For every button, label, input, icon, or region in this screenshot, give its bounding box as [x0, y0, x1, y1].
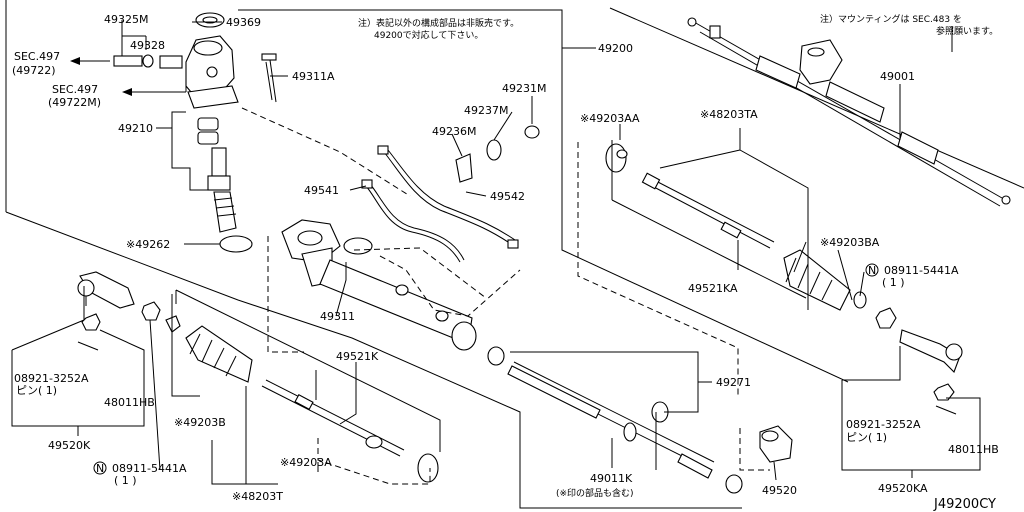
bolt-49311A[interactable]	[261, 53, 277, 103]
label-48203TA[interactable]: ※48203TA	[700, 108, 758, 121]
n-symbol-left: N	[96, 462, 104, 475]
label-49237M[interactable]: 49237M	[464, 104, 508, 117]
label-49210[interactable]: 49210	[118, 122, 153, 135]
note-top-right-line2: 参照願います。	[936, 25, 998, 37]
seal-49369[interactable]	[195, 12, 225, 28]
fitting-49328[interactable]	[113, 54, 183, 69]
label-49231M[interactable]: 49231M	[502, 82, 546, 95]
label-49200[interactable]: 49200	[598, 42, 633, 55]
clip-49203A[interactable]	[417, 453, 439, 483]
nut-08911-right[interactable]	[875, 307, 897, 329]
label-49271[interactable]: 49271	[716, 376, 751, 389]
label-49521KA[interactable]: 49521KA	[688, 282, 738, 295]
label-49541[interactable]: 49541	[304, 184, 339, 197]
label-48011HB-right[interactable]: 48011HB	[948, 443, 999, 456]
dashed-callouts-right	[577, 142, 770, 471]
valve-49210[interactable]	[197, 117, 253, 253]
n-circle-right	[865, 263, 879, 277]
label-49311[interactable]: 49311	[320, 310, 355, 323]
text-labels: 注）表記以外の構成部品は非販売です。 49200で対応して下さい。 注）マウンテ…	[12, 13, 999, 512]
sec-ref-2-code[interactable]: (49722M)	[48, 96, 101, 109]
frame-lines	[5, 0, 1024, 509]
label-49369[interactable]: 49369	[226, 16, 261, 29]
leader-lines-lower-right	[510, 351, 777, 481]
leader-lines-lower-left	[11, 286, 252, 485]
label-49520[interactable]: 49520	[762, 484, 797, 497]
steering-gear-assembly-49001[interactable]	[687, 17, 1011, 207]
valve-housing[interactable]	[185, 35, 239, 109]
label-08921-left-sub: ピン( 1)	[16, 384, 57, 397]
boot-48203TA[interactable]	[783, 249, 851, 311]
label-49328[interactable]: 49328	[130, 39, 165, 52]
label-49262[interactable]: ※49262	[126, 238, 170, 251]
seal-49271[interactable]	[487, 346, 743, 494]
rack-49011K[interactable]	[507, 361, 715, 479]
n-symbol-right: N	[868, 264, 876, 277]
pipe-49542[interactable]	[377, 145, 519, 249]
label-49520KA[interactable]: 49520KA	[878, 482, 928, 495]
note-top-left-line2: 49200で対応して下さい。	[374, 29, 483, 41]
n-circle-left	[93, 461, 107, 475]
outer-tie-rod-left[interactable]	[77, 271, 135, 309]
dashed-callouts-center	[241, 107, 521, 353]
note-top-right-line1: 注）マウンティングは SEC.483 を	[820, 13, 962, 25]
outer-tie-rod-right[interactable]	[899, 329, 963, 373]
label-08911-left-qty: ( 1 )	[114, 474, 137, 487]
note-top-left-line1: 注）表記以外の構成部品は非販売です。	[358, 17, 519, 29]
label-49203AA[interactable]: ※49203AA	[580, 112, 640, 125]
pipe-49541[interactable]	[361, 179, 465, 263]
label-08911-right[interactable]: 08911-5441A	[884, 264, 959, 277]
pin-nut-right[interactable]	[933, 383, 957, 415]
label-49521K[interactable]: 49521K	[336, 350, 379, 363]
sec-ref-1-title[interactable]: SEC.497	[14, 50, 60, 63]
sec-ref-1-code[interactable]: (49722)	[12, 64, 56, 77]
boot-48203T[interactable]	[185, 325, 253, 383]
leader-lines-lower-center	[175, 289, 441, 485]
leader-lines-center	[335, 96, 533, 317]
label-49203B[interactable]: ※49203B	[174, 416, 226, 429]
label-49542[interactable]: 49542	[490, 190, 525, 203]
label-08921-left[interactable]: 08921-3252A	[14, 372, 89, 385]
nut-08911-left[interactable]	[141, 301, 181, 333]
label-49311A[interactable]: 49311A	[292, 70, 335, 83]
leader-lines-top-left	[121, 20, 288, 245]
label-49011K-sub: (※印の部品も含む)	[556, 487, 634, 499]
label-49203BA[interactable]: ※49203BA	[820, 236, 880, 249]
leader-lines-top-right	[899, 26, 953, 140]
clip-49203BA[interactable]	[853, 291, 867, 309]
label-49325M[interactable]: 49325M	[104, 13, 148, 26]
label-49011K[interactable]: 49011K	[590, 472, 633, 485]
label-49236M[interactable]: 49236M	[432, 125, 476, 138]
small-parts-center[interactable]	[455, 125, 540, 183]
label-08921-right-sub: ピン( 1)	[846, 431, 887, 444]
inner-rod-49521K[interactable]	[261, 379, 405, 457]
label-08911-right-qty: ( 1 )	[882, 276, 905, 289]
label-08921-right[interactable]: 08921-3252A	[846, 418, 921, 431]
leader-lines-right	[611, 124, 981, 478]
label-49001[interactable]: 49001	[880, 70, 915, 83]
label-48011HB-left[interactable]: 48011HB	[104, 396, 155, 409]
inner-rod-49521KA[interactable]	[641, 172, 775, 249]
sec-ref-2-title[interactable]: SEC.497	[52, 83, 98, 96]
label-49203A[interactable]: ※49203A	[280, 456, 332, 469]
label-49520K[interactable]: 49520K	[48, 439, 91, 452]
diagram-code: J49200CY	[933, 497, 996, 512]
label-48203T[interactable]: ※48203T	[232, 490, 283, 503]
label-08911-left[interactable]: 08911-5441A	[112, 462, 187, 475]
pin-nut-left[interactable]	[77, 313, 101, 351]
mount-bush-49520[interactable]	[759, 425, 793, 463]
clip-49203AA[interactable]	[605, 143, 628, 173]
arrows	[70, 57, 187, 96]
gear-housing-49311[interactable]	[281, 219, 477, 351]
